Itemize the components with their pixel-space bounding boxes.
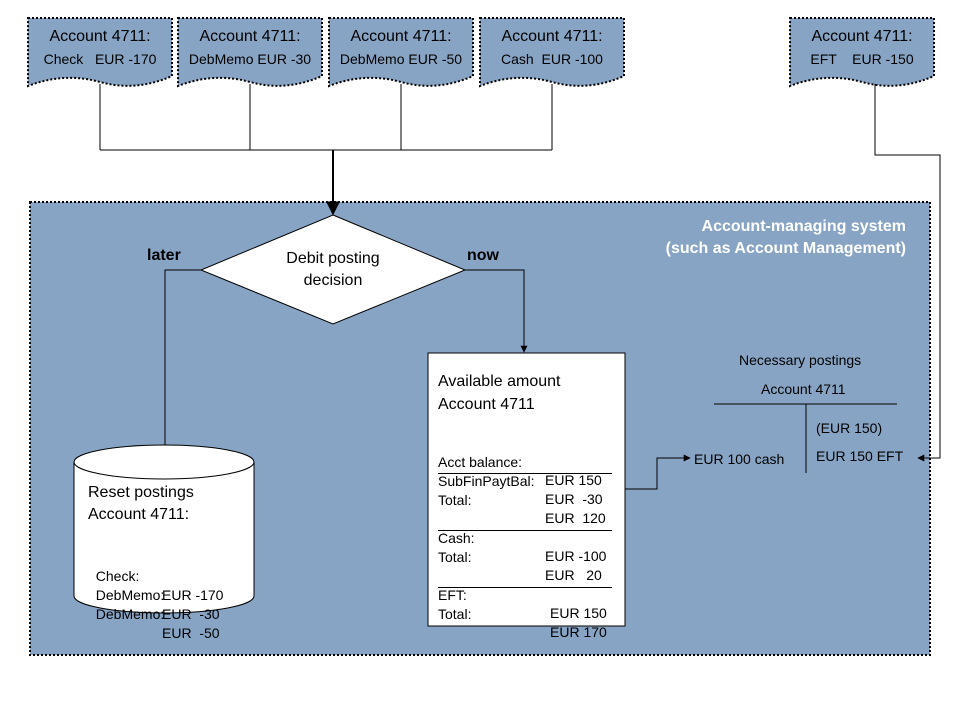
system-label-line2: (such as Account Management) — [665, 240, 906, 257]
later-connector — [161, 269, 201, 453]
document-debmemo-30-amount: EUR -30 — [257, 51, 312, 67]
subtotal-rule — [438, 473, 612, 474]
available-title-line1: Available amount — [438, 373, 561, 390]
reset-row: DebMemo: EUR -30 — [88, 567, 220, 624]
document-debmemo-30-title: Account 4711: — [199, 28, 301, 45]
available-row-label: Cash: — [438, 530, 475, 546]
reset-row: Check: EUR -170 — [88, 548, 224, 605]
reset-row-value: EUR -170 — [162, 587, 224, 603]
available-title: Available amount Account 4711 — [438, 370, 560, 416]
document-debmemo-30-type: DebMemo — [188, 51, 254, 67]
available-row-value: EUR 20 — [545, 567, 602, 583]
now-label: now — [467, 247, 499, 264]
available-row: Cash: EUR -100 — [438, 511, 606, 564]
subtotal-rule — [438, 587, 612, 588]
document-debmemo-50-amount: EUR -50 — [408, 51, 463, 67]
available-row: SubFinPaytBal: EUR -30 — [438, 454, 603, 507]
document-check-detail: Check EUR -170 — [26, 51, 174, 67]
postings-account: Account 4711 — [761, 381, 846, 397]
document-eft-shape — [789, 17, 935, 88]
document-debmemo-50-type: DebMemo — [339, 51, 405, 67]
document-debmemo-50-title: Account 4711: — [350, 28, 452, 45]
document-check-title: Account 4711: — [49, 28, 151, 45]
available-row-label: SubFinPaytBal: — [438, 473, 535, 489]
reset-row: DebMemo: EUR -50 — [88, 586, 220, 643]
document-check-type: Check — [43, 51, 84, 67]
document-cash-amount: EUR -100 — [541, 51, 603, 67]
system-label: Account-managing system (such as Account… — [666, 216, 906, 260]
document-debmemo-50-detail: DebMemo EUR -50 — [327, 51, 475, 67]
available-row-value: EUR -30 — [545, 491, 603, 507]
later-label: later — [147, 247, 181, 264]
decision-diamond — [199, 214, 467, 325]
available-row: Acct balance: EUR 150 — [438, 435, 602, 488]
decision-text: Debit posting decision — [262, 248, 404, 292]
available-box — [427, 352, 626, 627]
available-row-label: Total: — [438, 606, 472, 622]
available-row-value: EUR 150 — [550, 605, 607, 621]
document-debmemo-50-shape — [328, 17, 474, 88]
available-row-label: Total: — [438, 549, 472, 565]
available-row-label: Total: — [438, 492, 472, 508]
document-connectors — [99, 84, 553, 151]
document-cash-title: Account 4711: — [501, 28, 603, 45]
postings-credit-note: (EUR 150) — [816, 420, 883, 436]
available-row-value: EUR 170 — [550, 624, 607, 640]
document-cash-type: Cash — [501, 51, 534, 67]
reset-row-value: EUR -50 — [162, 625, 220, 641]
available-row-value: EUR 120 — [545, 510, 606, 526]
reset-title: Reset postings Account 4711: — [88, 482, 194, 526]
available-row-label: EFT: — [438, 587, 467, 603]
eft-connector — [874, 84, 941, 462]
reset-title-line1: Reset postings — [88, 484, 194, 501]
available-row-label: Acct balance: — [438, 454, 523, 470]
available-row-value: EUR 150 — [545, 472, 602, 488]
available-row: Total: EUR 120 — [438, 473, 606, 526]
document-cash-shape — [479, 17, 625, 88]
decision-line1: Debit posting — [286, 250, 380, 267]
document-debmemo-30-detail: DebMemo EUR -30 — [176, 51, 324, 67]
reset-row-label: DebMemo: — [95, 587, 165, 603]
reset-cylinder — [73, 444, 255, 614]
document-eft-type: EFT — [810, 51, 837, 67]
postings-debit: EUR 100 cash — [694, 451, 785, 467]
postings-connector — [625, 454, 691, 490]
document-eft-title: Account 4711: — [811, 28, 913, 45]
available-row-value: EUR -100 — [545, 548, 607, 564]
now-connector — [465, 269, 528, 353]
reset-title-line2: Account 4711: — [88, 506, 190, 523]
postings-credit: EUR 150 EFT — [816, 448, 904, 464]
available-row: Total: EUR 20 — [438, 530, 602, 583]
available-title-line2: Account 4711 — [438, 396, 535, 413]
system-label-line1: Account-managing system — [701, 218, 906, 235]
postings-header: Necessary postings — [739, 352, 862, 368]
document-check-shape — [27, 17, 173, 88]
document-eft-detail: EFT EUR -150 — [788, 51, 936, 67]
reset-row-label: Check: — [95, 568, 140, 584]
reset-row-label: DebMemo: — [95, 606, 165, 622]
reset-row-value: EUR -30 — [162, 606, 220, 622]
subtotal-rule — [438, 530, 612, 531]
document-check-amount: EUR -170 — [94, 51, 157, 67]
document-eft-amount: EUR -150 — [852, 51, 914, 67]
document-debmemo-30-shape — [177, 17, 323, 88]
available-row: EFT: EUR 150 — [438, 568, 607, 621]
document-cash-detail: Cash EUR -100 — [478, 51, 626, 67]
available-row: Total: EUR 170 — [438, 587, 607, 640]
decision-line2: decision — [303, 272, 363, 289]
reset-cylinder-rim — [73, 461, 255, 480]
